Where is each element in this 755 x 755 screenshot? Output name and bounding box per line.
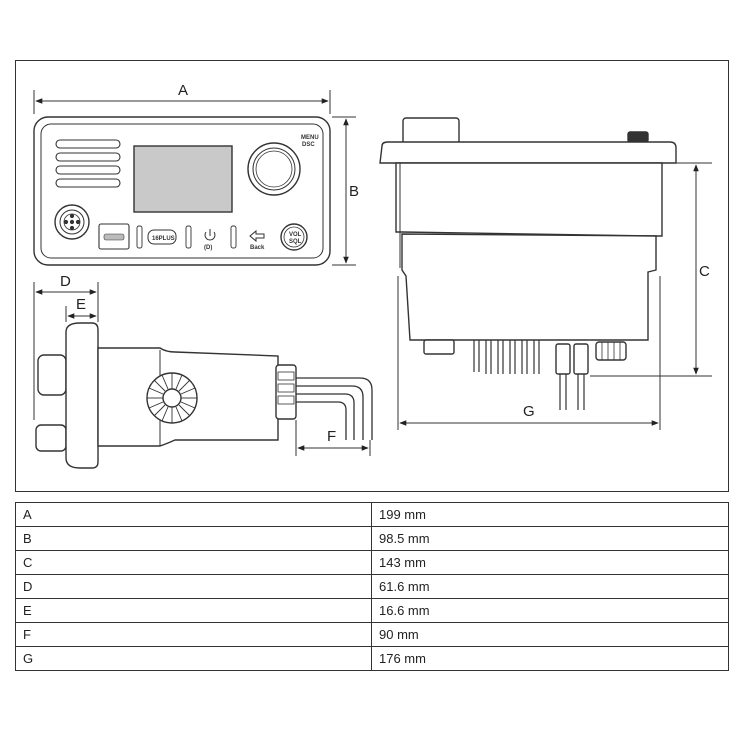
label-d: D [60, 273, 71, 290]
dimension-value-cell: 199 mm [371, 502, 729, 527]
dimension-value-cell: 143 mm [371, 550, 729, 575]
vol-sql-knob [280, 223, 308, 251]
mic-connector [54, 204, 90, 240]
dimension-b [332, 116, 356, 266]
dimension-label-cell: B [15, 526, 372, 551]
label-b: B [349, 183, 359, 200]
plus-button [147, 229, 177, 245]
channel-knob [247, 142, 301, 196]
label-e: E [76, 296, 86, 313]
label-a: A [178, 82, 188, 99]
rear-view [379, 117, 677, 410]
dimension-a [33, 90, 331, 114]
distress-button [98, 223, 130, 250]
front-view [33, 116, 331, 266]
dimension-value-cell: 98.5 mm [371, 526, 729, 551]
plus-label: 16PLUS [152, 236, 175, 242]
back-arrow-icon [249, 229, 265, 243]
sql-label: SQL [289, 239, 302, 245]
dimension-drawing: MENU DSC 16PLUS (D) Back VOL SQL A B [33, 82, 712, 469]
vol-label: VOL [289, 232, 302, 238]
power-icon [204, 229, 216, 241]
dimension-label-cell: A [15, 502, 372, 527]
label-c: C [699, 263, 710, 280]
bracket-knob [146, 372, 198, 424]
drawing-frame [15, 60, 729, 492]
dimension-value-cell: 176 mm [371, 646, 729, 671]
back-label: Back [250, 245, 265, 251]
speaker-grille [55, 139, 121, 188]
dimension-label-cell: G [15, 646, 372, 671]
dimension-label-cell: C [15, 550, 372, 575]
dimension-value-cell: 61.6 mm [371, 574, 729, 599]
display-screen [133, 145, 233, 213]
menu-label: MENU [301, 135, 319, 141]
dimension-label-cell: E [15, 598, 372, 623]
dimension-label-cell: D [15, 574, 372, 599]
dimension-c [590, 162, 712, 377]
dimension-e [65, 306, 97, 322]
dimension-label-cell: F [15, 622, 372, 647]
dimension-value-cell: 16.6 mm [371, 598, 729, 623]
label-g: G [523, 403, 535, 420]
dimension-value-cell: 90 mm [371, 622, 729, 647]
dimension-g [397, 276, 661, 430]
label-f: F [327, 428, 336, 445]
side-view [35, 322, 373, 469]
dimension-d [33, 282, 99, 420]
dual-label: (D) [204, 245, 212, 251]
dimension-f [295, 420, 371, 456]
dsc-label: DSC [302, 142, 315, 148]
